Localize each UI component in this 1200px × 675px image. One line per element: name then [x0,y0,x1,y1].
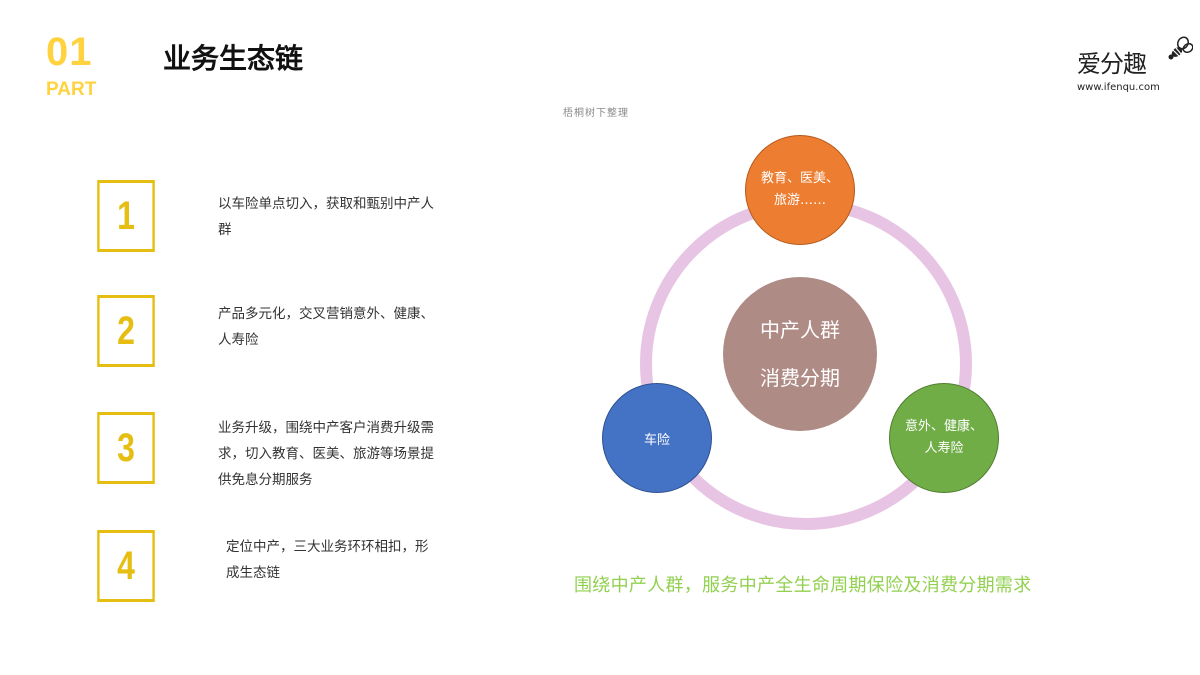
ecosystem-diagram: 教育、医美、旅游…… 中产人群 消费分期 车险 意外、健康、人寿险 [590,130,1010,530]
tagline: 围绕中产人群，服务中产全生命周期保险及消费分期需求 [574,575,1032,596]
node-car-insurance: 车险 [602,383,712,493]
node-accident-health-life: 意外、健康、人寿险 [889,383,999,493]
step-text: 产品多元化，交叉营销意外、健康、人寿险 [218,306,434,348]
step-text: 业务升级，围绕中产客户消费升级需求，切入教育、医美、旅游等场景提供免息分期服务 [218,420,434,488]
logo-url: www.ifenqu.com [1077,82,1160,93]
node-education-beauty-travel: 教育、医美、旅游…… [745,135,855,245]
logo-name: 爱分趣 [1077,50,1147,78]
step-number-box: 4 [97,530,155,602]
node-label: 教育、医美、旅游…… [760,171,839,208]
part-label: PART [46,79,97,100]
source-note: 梧桐树下整理 [563,108,629,119]
brand-logo: 爱分趣 www.ifenqu.com [1075,36,1195,98]
step-text: 定位中产，三大业务环环相扣，形成生态链 [226,539,429,581]
part-number: 01 [46,30,93,74]
page-title: 业务生态链 [163,42,304,75]
step-number-box: 3 [97,412,155,484]
step-number-box: 2 [97,295,155,367]
center-label-line1: 中产人群 [760,318,840,342]
step-number-box: 1 [97,180,155,252]
step-text: 以车险单点切入，获取和甄别中产人群 [218,196,434,238]
center-label-line2: 消费分期 [760,366,840,390]
bee-icon [1168,36,1193,60]
node-label: 意外、健康、人寿险 [904,419,983,456]
node-label: 车险 [643,432,670,448]
node-center-consumer-installment: 中产人群 消费分期 [723,277,877,431]
